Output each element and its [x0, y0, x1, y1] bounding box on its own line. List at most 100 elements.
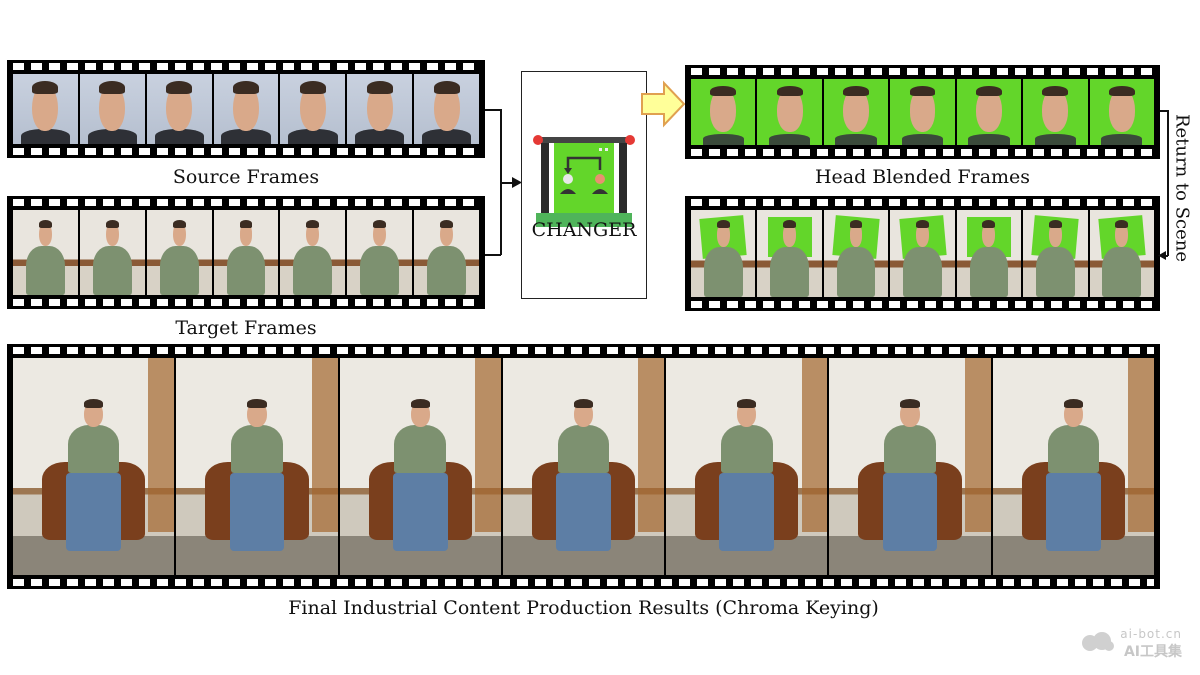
person-torso: [25, 245, 65, 295]
watermark-name: AI工具集: [1123, 644, 1182, 660]
person-torso: [67, 425, 120, 473]
person-hair: [1048, 220, 1062, 229]
person-hair: [247, 399, 267, 408]
person-head: [1048, 222, 1062, 247]
source-frame-row: [13, 74, 479, 144]
head-frame: [1023, 79, 1088, 145]
person-hair: [783, 220, 797, 229]
target-frames-strip: [7, 196, 485, 309]
film-perforation: [691, 149, 1154, 156]
changer-label: CHANGER: [531, 219, 637, 241]
person-head: [573, 401, 594, 428]
final-results-strip: [7, 344, 1160, 589]
person-shoulders: [20, 128, 71, 144]
person-head: [172, 221, 186, 246]
person-hair: [166, 81, 193, 94]
person-hair: [433, 81, 460, 94]
head-blended-frames-strip: [685, 65, 1160, 159]
target-frame: [79, 210, 145, 295]
return-connector: [1160, 110, 1168, 112]
return-composite-strip: [685, 196, 1160, 311]
connector-line: [500, 182, 516, 184]
person-head: [1115, 222, 1129, 247]
person-head: [849, 222, 863, 247]
target-frame: [213, 210, 279, 295]
person-head: [916, 222, 929, 247]
arrowhead-icon: [512, 177, 522, 188]
person-torso: [293, 245, 333, 295]
head-blended-frames-label: Head Blended Frames: [814, 166, 1031, 188]
person-torso: [1047, 425, 1100, 473]
person-head: [410, 401, 430, 428]
target-frames-label: Target Frames: [175, 317, 317, 339]
film-perforation: [13, 579, 1154, 586]
person-torso: [394, 425, 447, 473]
person-hair: [233, 81, 259, 94]
person-hair: [32, 81, 59, 94]
person-legs: [392, 473, 448, 552]
person-hair: [1042, 85, 1069, 97]
target-frame: [280, 210, 346, 295]
connector-line: [485, 254, 501, 256]
composite-frame: [890, 210, 955, 297]
source-frame: [280, 74, 346, 144]
person-shoulders: [835, 134, 877, 145]
head-frame: [823, 79, 889, 145]
person-head: [737, 401, 757, 428]
person-head: [716, 222, 730, 247]
head-blended-frame-row: [691, 79, 1154, 145]
final-frame: [502, 358, 665, 575]
target-frame: [347, 210, 413, 295]
final-frame: [176, 358, 338, 575]
source-frame: [79, 74, 145, 144]
person-hair: [410, 399, 430, 408]
head-frame: [956, 79, 1022, 145]
person-legs: [1045, 473, 1101, 552]
person-hair: [306, 220, 320, 228]
film-perforation: [13, 299, 479, 306]
watermark-domain: ai-bot.cn: [1120, 627, 1182, 641]
final-frame: [339, 358, 501, 575]
composite-frame: [1023, 210, 1088, 297]
person-torso: [1035, 246, 1075, 297]
person-hair: [716, 220, 730, 229]
person-hair: [105, 220, 119, 228]
source-frame: [146, 74, 212, 144]
composite-frame: [757, 210, 822, 297]
person-torso: [884, 425, 936, 473]
person-torso: [427, 245, 467, 295]
final-results-label: Final Industrial Content Production Resu…: [288, 597, 879, 619]
target-frame: [146, 210, 212, 295]
person-torso: [1102, 246, 1142, 297]
return-to-scene-label: Return to Scene: [1171, 113, 1193, 263]
person-legs: [719, 473, 775, 552]
final-frame: [666, 358, 828, 575]
person-head: [239, 221, 253, 246]
final-frame: [992, 358, 1154, 575]
person-torso: [836, 246, 876, 297]
final-frame: [13, 358, 175, 575]
film-perforation: [691, 68, 1154, 75]
film-perforation: [691, 301, 1154, 308]
person-hair: [976, 85, 1002, 97]
person-torso: [703, 246, 743, 297]
person-hair: [849, 220, 863, 229]
person-torso: [159, 245, 199, 295]
source-frame: [414, 74, 479, 144]
person-legs: [229, 473, 285, 552]
final-frame: [829, 358, 991, 575]
person-head: [105, 221, 119, 246]
person-hair: [172, 220, 186, 228]
source-frame: [13, 74, 78, 144]
source-frame: [213, 74, 279, 144]
watermark: ai-bot.cn AI工具集: [1082, 627, 1182, 661]
person-torso: [770, 246, 809, 297]
person-head: [83, 401, 104, 428]
person-torso: [226, 245, 266, 295]
return-connector: [1167, 110, 1169, 256]
person-hair: [83, 399, 104, 408]
person-torso: [557, 425, 610, 473]
person-shoulders: [221, 128, 271, 144]
person-shoulders: [769, 134, 811, 145]
person-legs: [882, 473, 938, 552]
